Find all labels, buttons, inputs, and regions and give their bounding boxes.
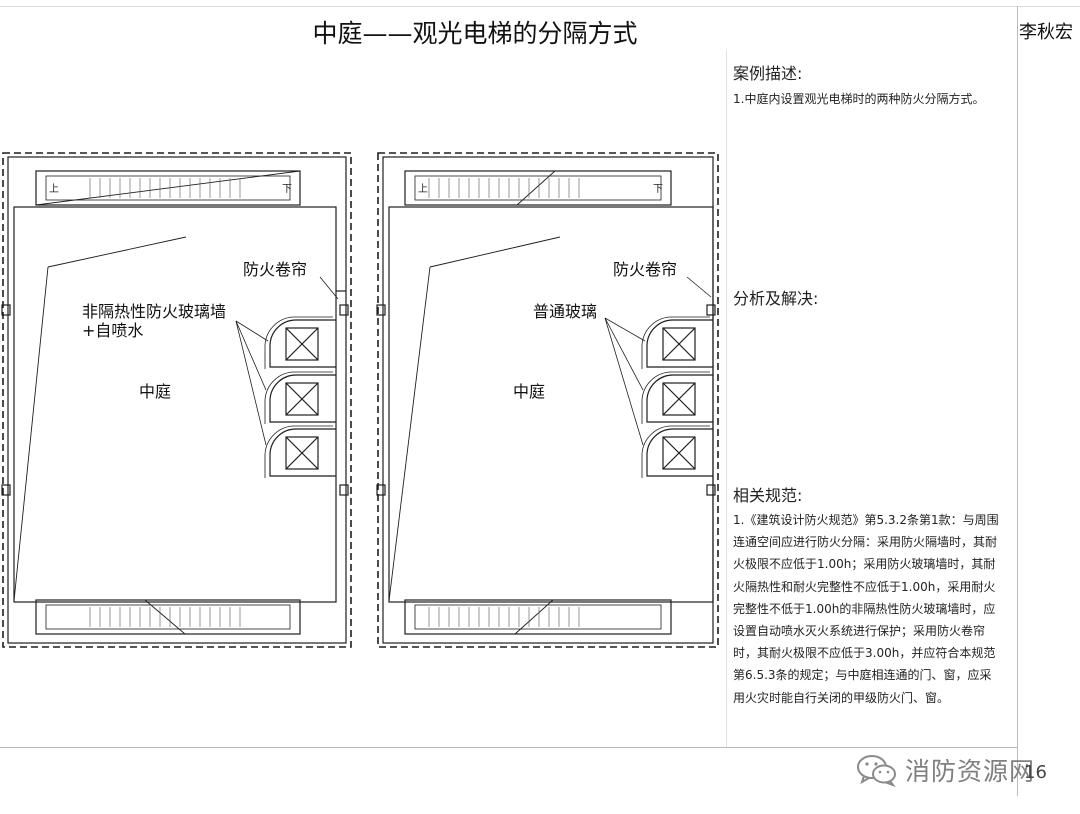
- watermark: 消防资源网: [855, 752, 1035, 788]
- case-description-heading: 案例描述:: [733, 64, 803, 83]
- leader-line: [235, 320, 267, 391]
- regulation-line: 设置自动喷水灭火系统进行保护；采用防火卷帘: [733, 624, 986, 639]
- section-line: [514, 599, 554, 635]
- panel-divider-left: [726, 50, 727, 747]
- fire-shutter-label: 防火卷帘: [243, 260, 307, 279]
- atrium-label: 中庭: [513, 382, 545, 401]
- regulation-line: 完整性不低于1.00h的非隔热性防火玻璃墙时，应: [733, 601, 996, 616]
- leader-line: [686, 276, 712, 298]
- leader-line: [604, 317, 644, 446]
- outer-dashed-line: [377, 152, 719, 648]
- section-line: [35, 170, 301, 206]
- escalator-up-label: 上: [418, 183, 428, 195]
- atrium-label: 中庭: [139, 382, 171, 401]
- escalator-down-label: 下: [282, 184, 292, 195]
- regulation-line: 1.《建筑设计防火规范》第5.3.2条第1款：与周围: [733, 513, 999, 527]
- atrium-edge-line: [47, 236, 187, 268]
- regulation-line: 连通空间应进行防火分隔：采用防火隔墙时，其耐: [733, 535, 998, 550]
- glass-wall-label: 非隔热性防火玻璃墙: [82, 302, 226, 321]
- floor-plan-left: 上 下 防火卷帘 非隔热性防火玻璃墙 +自喷水 中庭: [1, 152, 352, 648]
- bottom-escalator: [35, 599, 301, 635]
- floor-plan-right: 上 下 防火卷帘 普通玻璃 中庭: [376, 152, 719, 648]
- leader-line: [235, 320, 267, 446]
- bottom-escalator: [404, 599, 672, 635]
- elevator-shafts: [641, 316, 713, 478]
- leader-line: [319, 276, 339, 300]
- fire-shutter-label: 防火卷帘: [613, 260, 677, 279]
- regulations-text: 1.《建筑设计防火规范》第5.3.2条第1款：与周围 连通空间应进行防火分隔：采…: [733, 509, 1023, 709]
- elevator-shafts: [264, 316, 336, 478]
- regulation-line: 用火灾时能自行关闭的甲级防火门、窗。: [733, 690, 950, 705]
- atrium-edge-line: [388, 266, 431, 602]
- panel-divider-right: [1017, 6, 1018, 796]
- building-outline: [7, 156, 347, 644]
- atrium-opening: [13, 206, 337, 603]
- regulations-heading: 相关规范:: [733, 486, 803, 505]
- wechat-icon: [857, 755, 896, 787]
- bottom-border-line: [0, 747, 1018, 748]
- outer-dashed-line: [2, 152, 352, 648]
- sprinkler-label: +自喷水: [82, 321, 143, 340]
- glass-wall-label: 普通玻璃: [533, 302, 597, 321]
- analysis-heading: 分析及解决:: [733, 289, 819, 308]
- leader-line: [604, 317, 644, 391]
- top-border-line: [0, 6, 1080, 7]
- page-title: 中庭——观光电梯的分隔方式: [312, 19, 638, 48]
- regulation-line: 火极限不应低于1.00h；采用防火玻璃墙时，其耐: [733, 557, 996, 572]
- regulation-line: 时，其耐火极限不应低于3.00h，并应符合本规范: [733, 646, 996, 661]
- escalator-down-label: 下: [653, 184, 663, 195]
- escalator-steps: [89, 178, 241, 627]
- regulation-line: 第6.5.3条的规定；与中庭相连通的门、窗，应采: [733, 668, 992, 683]
- author-name: 李秋宏: [1019, 22, 1073, 43]
- top-escalator: [35, 170, 301, 206]
- escalator-up-label: 上: [49, 183, 59, 195]
- case-description-item: 1.中庭内设置观光电梯时的两种防火分隔方式。: [733, 92, 985, 106]
- watermark-text: 消防资源网: [905, 757, 1036, 786]
- atrium-edge-line: [429, 236, 561, 268]
- section-line: [144, 599, 186, 635]
- section-line: [516, 170, 556, 206]
- atrium-edge-line: [13, 266, 49, 602]
- page-number: 16: [1024, 762, 1047, 783]
- escalator-steps: [428, 178, 580, 627]
- leader-line: [604, 317, 646, 342]
- regulation-line: 火隔热性和耐火完整性不应低于1.00h，采用耐火: [733, 579, 996, 594]
- leader-line: [235, 320, 269, 342]
- top-escalator: [404, 170, 672, 206]
